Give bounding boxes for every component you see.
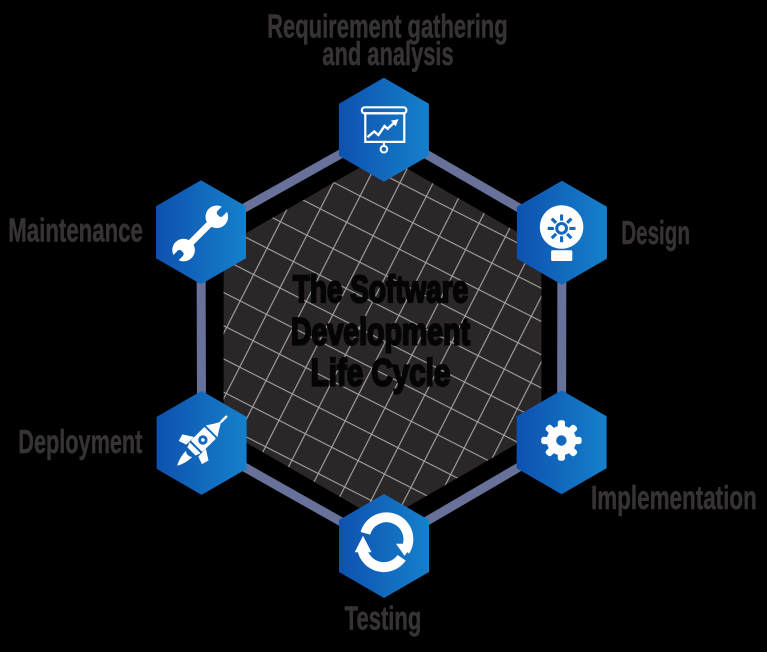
svg-text:and analysis: and analysis (322, 35, 453, 72)
svg-text:The Software: The Software (293, 268, 468, 311)
svg-text:Design: Design (621, 214, 690, 251)
svg-text:Development: Development (291, 310, 470, 353)
svg-text:Life Cycle: Life Cycle (311, 352, 451, 395)
svg-text:Requirement gathering: Requirement gathering (267, 7, 508, 44)
svg-text:Implementation: Implementation (591, 479, 757, 516)
svg-text:Deployment: Deployment (18, 423, 142, 460)
svg-text:Maintenance: Maintenance (8, 212, 143, 249)
svg-text:Testing: Testing (345, 600, 422, 637)
